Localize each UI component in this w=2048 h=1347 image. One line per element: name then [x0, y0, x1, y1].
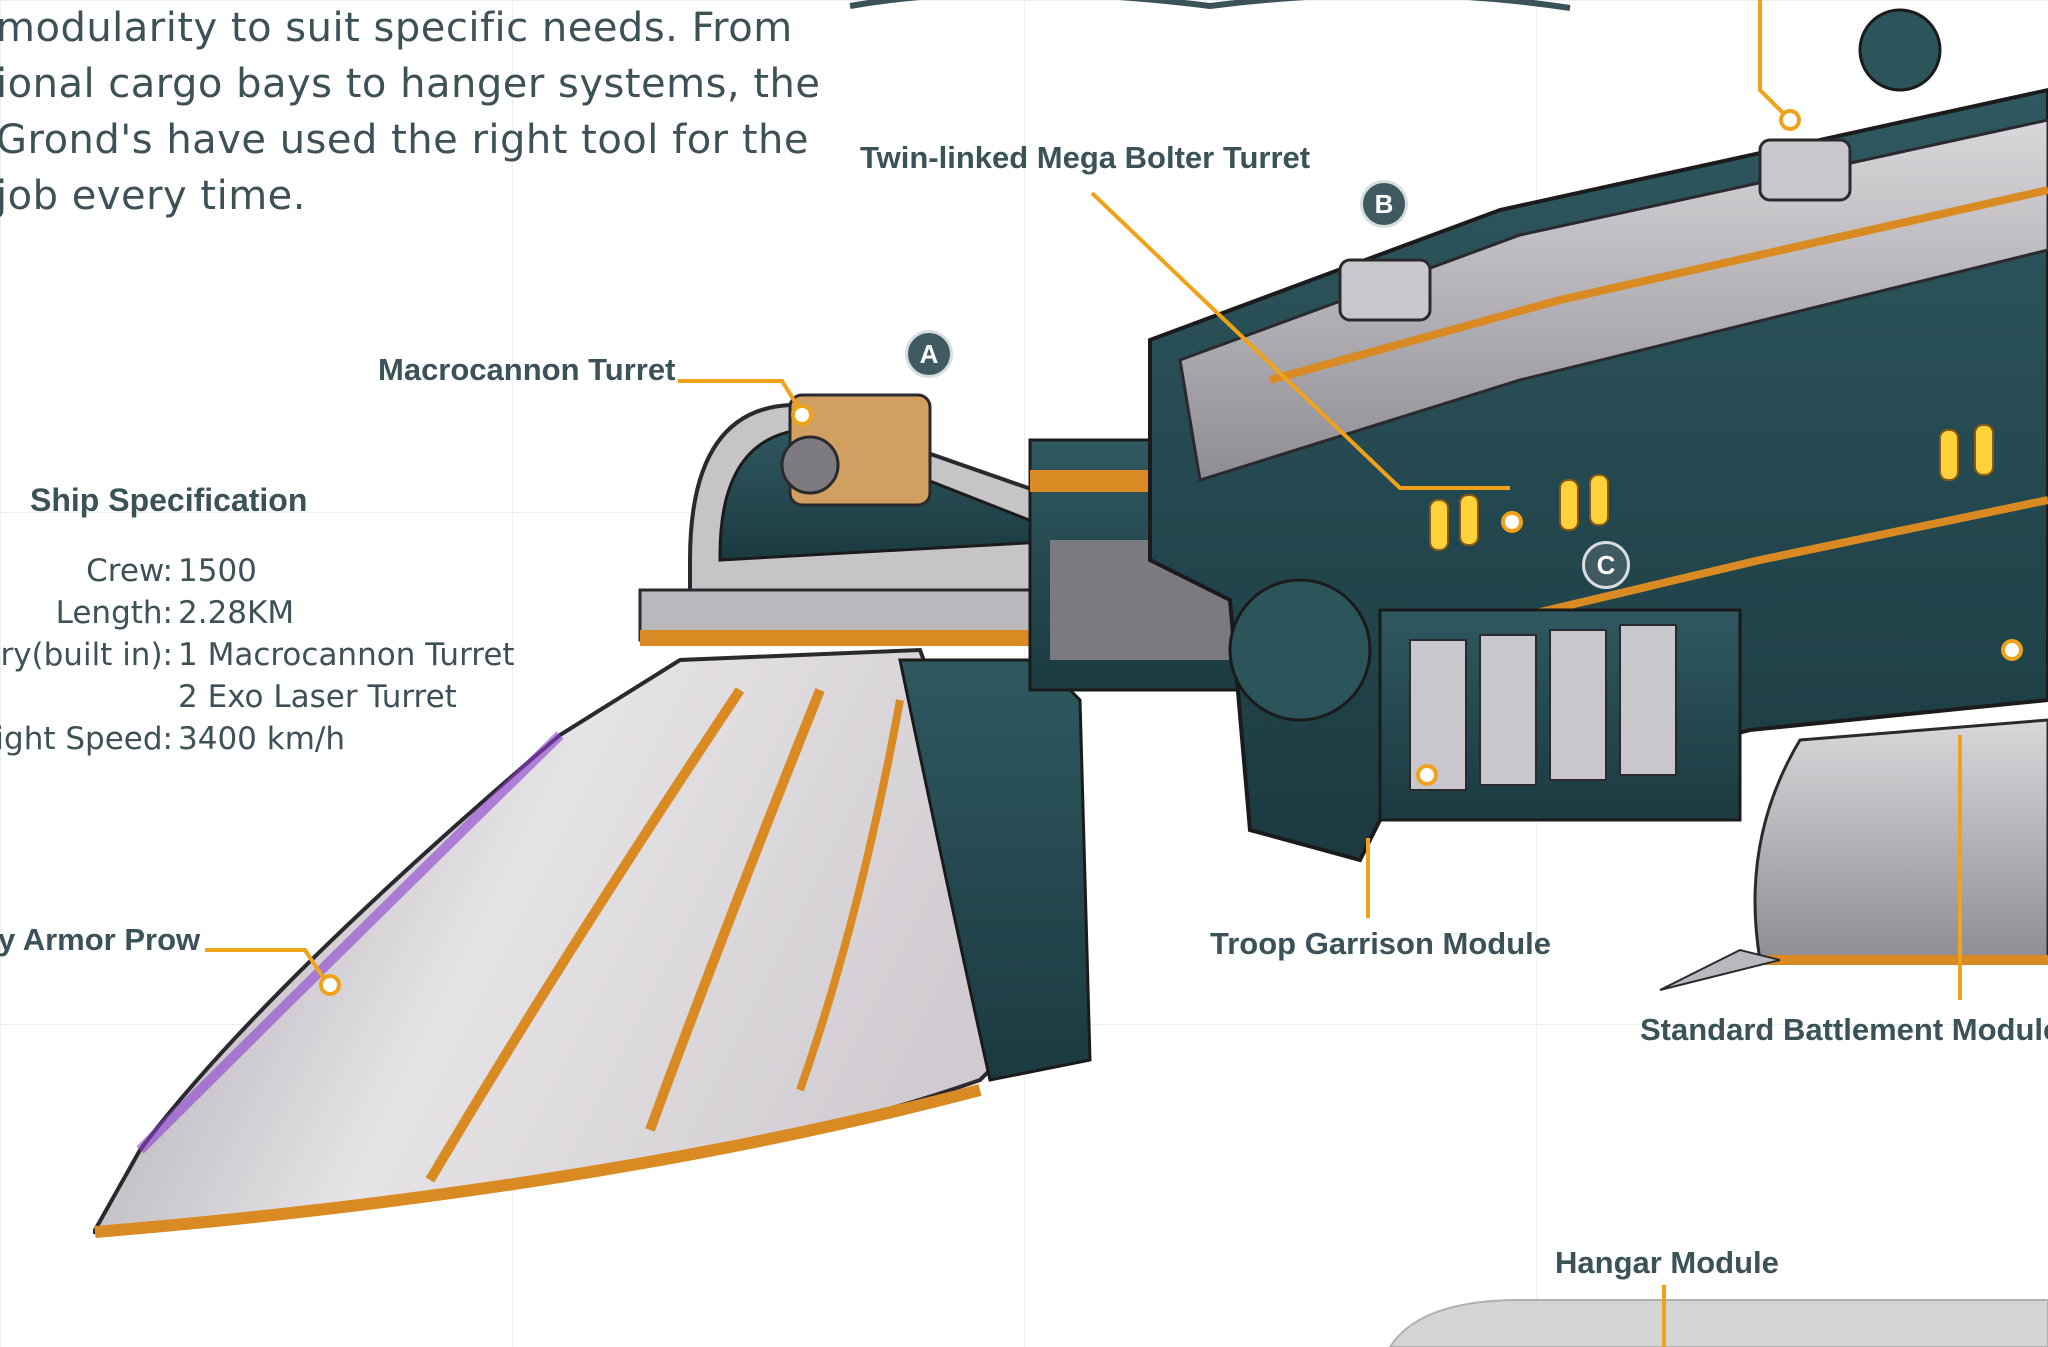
- label-troop-garrison: Troop Garrison Module: [1210, 926, 1552, 961]
- badge-b: B: [1360, 180, 1408, 228]
- spec-title: Ship Specification: [30, 482, 308, 518]
- spec-value: 1 Macrocannon Turret: [178, 637, 515, 673]
- label-hangar: Hangar Module: [1555, 1245, 1779, 1280]
- spec-value: 2.28KM: [178, 595, 295, 631]
- label-mega-bolter: Twin-linked Mega Bolter Turret: [860, 140, 1311, 175]
- spec-key: ight Speed:: [0, 721, 173, 757]
- intro-line: modularity to suit specific needs. From: [0, 5, 793, 51]
- intro-line: Grond's have used the right tool for the: [0, 117, 809, 163]
- prow-trim: [94, 1084, 982, 1238]
- hangar-module: [1388, 1299, 2048, 1347]
- badge-a: A: [905, 330, 953, 378]
- spec-value: 3400 km/h: [178, 721, 345, 757]
- header-ornament: [849, 0, 1571, 11]
- battlement-module: [1753, 718, 2048, 962]
- intro-line: job every time.: [0, 173, 306, 219]
- spec-value: 2 Exo Laser Turret: [178, 679, 457, 715]
- leader-dots: [319, 109, 2023, 996]
- badge-c: C: [1582, 541, 1630, 589]
- intro-paragraph: modularity to suit specific needs. From …: [0, 0, 821, 224]
- leader-lines: [205, 0, 1962, 1347]
- bolter-turret-top: [1338, 258, 1432, 322]
- label-macrocannon: Macrocannon Turret: [378, 352, 676, 387]
- spec-key: Crew:: [86, 553, 173, 589]
- intro-line: ional cargo bays to hanger systems, the: [0, 61, 821, 107]
- spec-value: 1500: [178, 553, 257, 589]
- dome: [1228, 578, 1372, 722]
- spec-key: Length:: [55, 595, 173, 631]
- spec-key: nry(built in):: [0, 637, 173, 673]
- label-armor-prow: y Armor Prow: [0, 922, 201, 957]
- label-battlement: Standard Battlement Module: [1640, 1012, 2048, 1047]
